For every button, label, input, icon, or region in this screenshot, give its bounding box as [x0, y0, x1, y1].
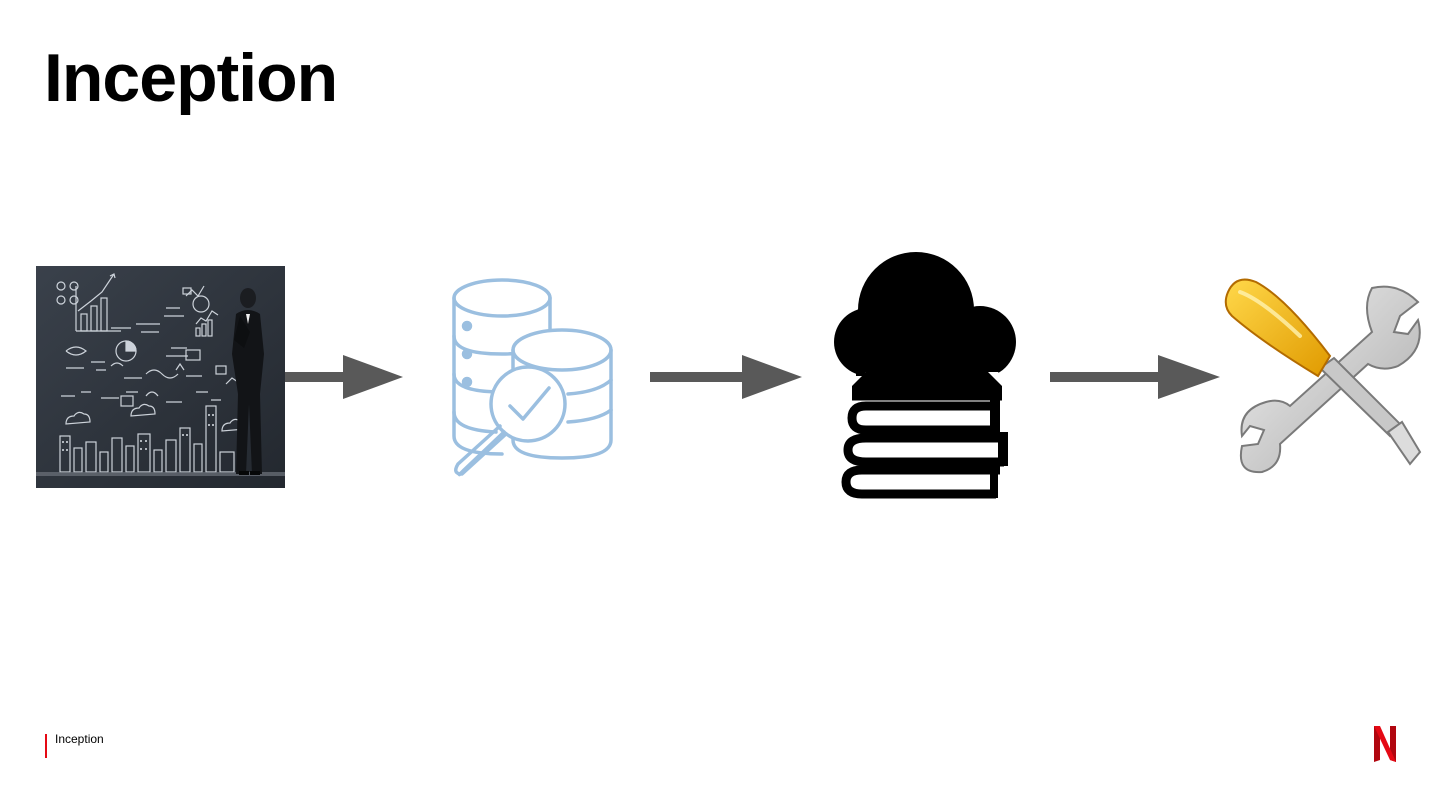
arrow-right-icon — [650, 355, 802, 399]
arrow-right-icon — [285, 355, 403, 399]
arrow-right-icon — [1050, 355, 1220, 399]
netflix-logo-icon — [1374, 726, 1396, 767]
database-search-icon — [448, 274, 618, 480]
tools-icon — [1222, 276, 1424, 476]
cloud-books-icon — [832, 250, 1020, 506]
footer-label: Inception — [55, 732, 104, 746]
slide-title: Inception — [44, 40, 338, 116]
chalkboard-image — [36, 266, 285, 488]
footer-accent-bar — [45, 734, 47, 758]
